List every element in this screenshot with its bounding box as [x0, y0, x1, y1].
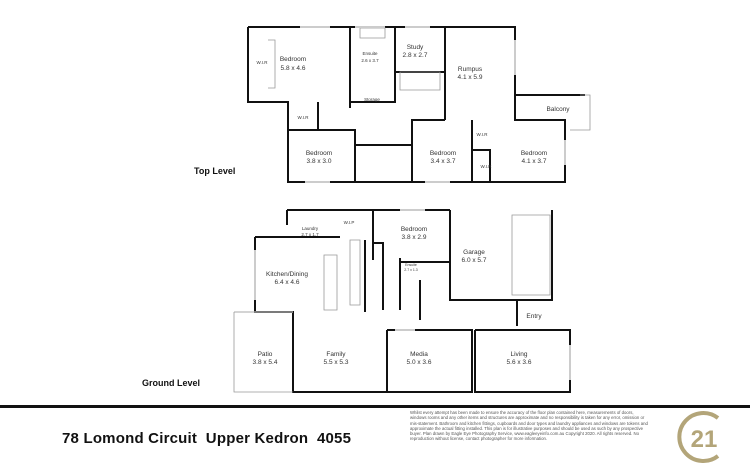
room-name: W.I.P: [344, 220, 355, 225]
ground-level-plan: Laundry 2.7 x 1.7 W.I.P Bedroom 3.8 x 2.…: [142, 209, 571, 393]
room-name: Ensuite: [362, 51, 378, 56]
room-name: Patio: [258, 351, 273, 358]
room-size: 2.7 x 1.7: [301, 232, 319, 237]
room-name: Study: [407, 44, 424, 51]
room-size: 4.1 x 5.9: [458, 74, 483, 81]
room-size: 5.5 x 5.3: [324, 359, 349, 366]
room-name: Bedroom: [430, 150, 456, 157]
room-name: Bedroom: [401, 226, 427, 233]
room-name: Bedroom: [521, 150, 547, 157]
level-label: Ground Level: [142, 378, 200, 388]
room-size: 6.0 x 5.7: [462, 257, 487, 264]
room-name: Kitchen/Dining: [266, 271, 308, 278]
room-size: 3.8 x 2.9: [402, 234, 427, 241]
room-name: Bedroom: [306, 150, 332, 157]
wir-label: W.I.R: [298, 115, 310, 120]
room-name: Storage: [364, 97, 380, 102]
wir-label: W.I.R: [477, 132, 489, 137]
century21-logo: 21: [677, 411, 720, 463]
property-address: 78 Lomond Circuit Upper Kedron 4055: [62, 430, 352, 447]
room-size: 2.6 x 3.7: [361, 58, 379, 63]
room-size: 3.8 x 5.4: [253, 359, 278, 366]
room-size: 5.8 x 4.6: [281, 65, 306, 72]
wir-label: W.I.R: [481, 164, 493, 169]
room-name: Living: [511, 351, 528, 358]
room-name: Garage: [463, 249, 485, 256]
footer-divider: [0, 405, 750, 408]
room-name: Rumpus: [458, 66, 483, 73]
room-size: 3.4 x 3.7: [431, 158, 456, 165]
room-size: 2.8 x 2.7: [403, 52, 428, 59]
room-name: Laundry: [302, 226, 319, 231]
room-size: 4.1 x 3.7: [522, 158, 547, 165]
level-label: Top Level: [194, 166, 235, 176]
wir-label: W.I.R: [257, 60, 269, 65]
logo-text: 21: [691, 426, 718, 453]
room-size: 2.7 x 1.3: [404, 268, 417, 272]
disclaimer-text: Whilst every attempt has been made to en…: [410, 410, 648, 442]
room-size: 3.8 x 3.0: [307, 158, 332, 165]
room-name: Media: [410, 351, 428, 358]
room-name: Ensuite: [405, 263, 417, 267]
room-size: 5.0 x 3.6: [407, 359, 432, 366]
room-name: Balcony: [546, 106, 570, 113]
room-name: Bedroom: [280, 56, 306, 63]
top-level-plan: Bedroom 5.8 x 4.6 Ensuite 2.6 x 3.7 Stud…: [194, 26, 591, 183]
room-name: Family: [326, 351, 346, 358]
room-size: 5.6 x 3.6: [507, 359, 532, 366]
room-name: Entry: [526, 313, 542, 320]
room-size: 6.4 x 4.6: [275, 279, 300, 286]
